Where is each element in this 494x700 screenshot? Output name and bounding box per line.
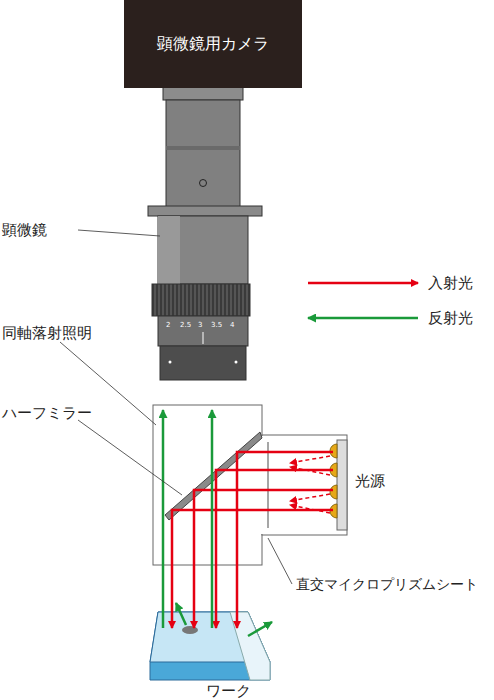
scale-number: 2.5 xyxy=(180,321,191,329)
scale-number: 3 xyxy=(198,321,202,329)
scale-number: 4 xyxy=(230,321,234,329)
scale-number: 2 xyxy=(166,321,170,329)
part-label: ワーク xyxy=(206,682,251,700)
camera-box: 顕微鏡用カメラ xyxy=(124,0,302,88)
part-label: 光源 xyxy=(355,472,385,490)
part-label: 同軸落射照明 xyxy=(2,324,92,342)
legend-sample xyxy=(308,282,418,285)
box-title: 顕微鏡用カメラ xyxy=(157,34,269,55)
legend-sample xyxy=(308,317,418,320)
scale-number: 3.5 xyxy=(211,321,222,329)
legend-text: 入射光 xyxy=(428,274,473,292)
part-label: ハーフミラー xyxy=(2,404,92,422)
legend-text: 反射光 xyxy=(428,309,473,327)
part-label: 直交マイクロプリズムシート xyxy=(296,576,478,592)
part-label: 顕微鏡 xyxy=(2,221,47,239)
